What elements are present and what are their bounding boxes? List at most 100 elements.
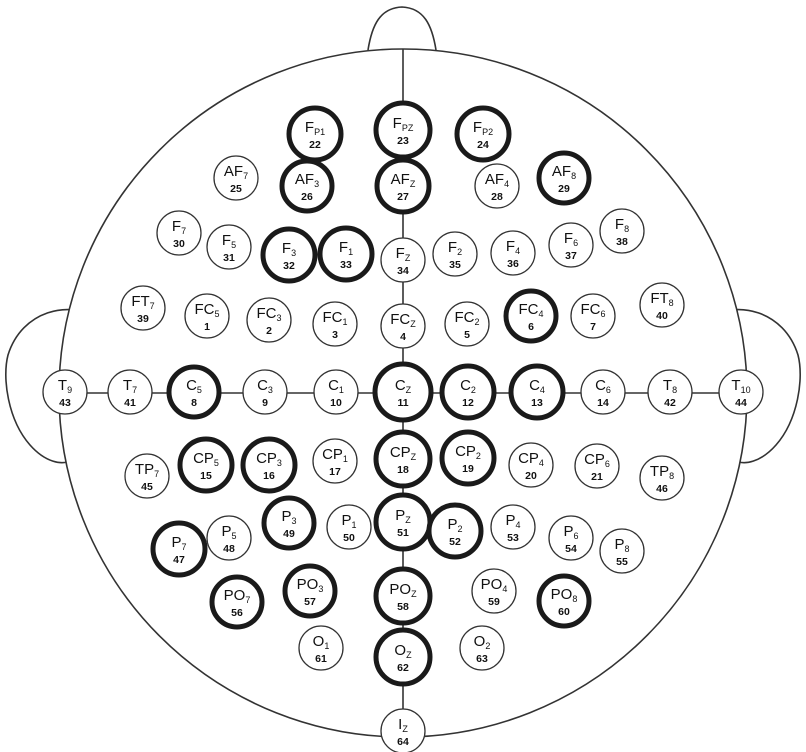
electrode-label-subscript: Z <box>410 319 416 329</box>
electrode-number: 58 <box>397 601 409 613</box>
electrode-number: 32 <box>283 260 295 272</box>
electrode-number: 31 <box>223 252 235 264</box>
electrode-circle <box>206 224 252 270</box>
electrode-label-subscript: 3 <box>292 516 297 526</box>
electrode-circle <box>213 155 259 201</box>
electrode-number: 48 <box>223 543 235 555</box>
electrode-number: 40 <box>656 310 668 322</box>
electrode-label-base: P <box>221 523 231 540</box>
electrode-circle <box>282 563 338 619</box>
electrode-label-subscript: Z <box>405 253 411 263</box>
electrode-label-subscript: 3 <box>291 248 296 258</box>
electrode-label-subscript: 4 <box>516 520 521 530</box>
electrode-label-base: FC <box>194 301 214 318</box>
electrode-label-base: FC <box>454 309 474 326</box>
electrode-circle <box>503 288 559 344</box>
electrode-label-subscript: 3 <box>276 313 281 323</box>
electrode-circle <box>548 222 594 268</box>
electrode-circle <box>373 627 433 687</box>
electrode-label-subscript: 10 <box>741 385 751 395</box>
electrode-label-base: C <box>595 377 606 394</box>
electrode-circle <box>580 369 626 415</box>
electrode-label-base: P <box>281 508 291 525</box>
electrode-label: C1 <box>328 377 344 395</box>
electrode-label-subscript: 6 <box>574 531 579 541</box>
electrode-label-subscript: 6 <box>605 459 610 469</box>
electrode-number: 54 <box>565 543 577 555</box>
electrode-label-base: C <box>257 377 268 394</box>
electrode-label-base: AF <box>295 171 314 188</box>
electrode-label-subscript: P2 <box>482 127 493 137</box>
electrode-label: AF8 <box>552 163 576 181</box>
electrode-label: FT8 <box>650 290 673 308</box>
electrode-label: POZ <box>389 581 417 599</box>
electrode-circle <box>312 301 358 347</box>
electrode-circle <box>373 566 433 626</box>
electrode-circle <box>718 369 764 415</box>
electrode-label: CP5 <box>193 450 219 468</box>
electrode-label-subscript: 1 <box>352 520 357 530</box>
electrode-circle <box>647 369 693 415</box>
electrode-label: CZ <box>395 377 412 395</box>
electrode-circle <box>536 150 592 206</box>
electrode-label: F7 <box>172 218 186 236</box>
electrode-label-base: F <box>172 218 181 235</box>
electrode-number: 22 <box>309 139 321 151</box>
electrode-number: 59 <box>488 596 500 608</box>
electrode-number: 18 <box>397 464 409 476</box>
electrode-circle <box>150 520 208 578</box>
electrode-number: 29 <box>558 183 570 195</box>
electrode-label-subscript: 3 <box>268 385 273 395</box>
electrode-number: 14 <box>597 397 609 409</box>
electrode-label: T10 <box>731 377 750 395</box>
electrode-label-base: F <box>393 115 402 132</box>
electrode-label-base: O <box>313 633 325 650</box>
electrode-label: FC1 <box>322 309 347 327</box>
electrode-layer: FP122FPZ23FP224AF725AF326AFZ27AF428AF829… <box>42 100 764 752</box>
electrode-label-base: FC <box>580 301 600 318</box>
electrode-number: 45 <box>141 481 153 493</box>
electrode-p6: P6 54 <box>548 515 594 561</box>
electrode-label: AF7 <box>224 163 248 181</box>
electrode-circle <box>474 163 520 209</box>
electrode-label-subscript: 7 <box>181 226 186 236</box>
electrode-label-subscript: 2 <box>458 524 463 534</box>
electrode-label-base: FC <box>390 311 410 328</box>
electrode-label-subscript: 5 <box>231 240 236 250</box>
electrode-number: 2 <box>266 325 272 337</box>
electrode-label: CP2 <box>455 443 481 461</box>
electrode-label-subscript: Z <box>411 589 417 599</box>
electrode-number: 15 <box>200 470 212 482</box>
electrode-label-base: O <box>474 633 486 650</box>
electrode-label: C3 <box>257 377 273 395</box>
electrode-label-base: CP <box>193 450 214 467</box>
electrode-number: 51 <box>397 527 409 539</box>
electrode-circle <box>548 515 594 561</box>
electrode-label-base: P <box>563 523 573 540</box>
electrode-label: PO3 <box>297 576 324 594</box>
electrode-circle <box>459 625 505 671</box>
nose <box>367 6 437 51</box>
electrode-circle <box>177 436 235 494</box>
electrode-label-base: F <box>473 119 482 136</box>
